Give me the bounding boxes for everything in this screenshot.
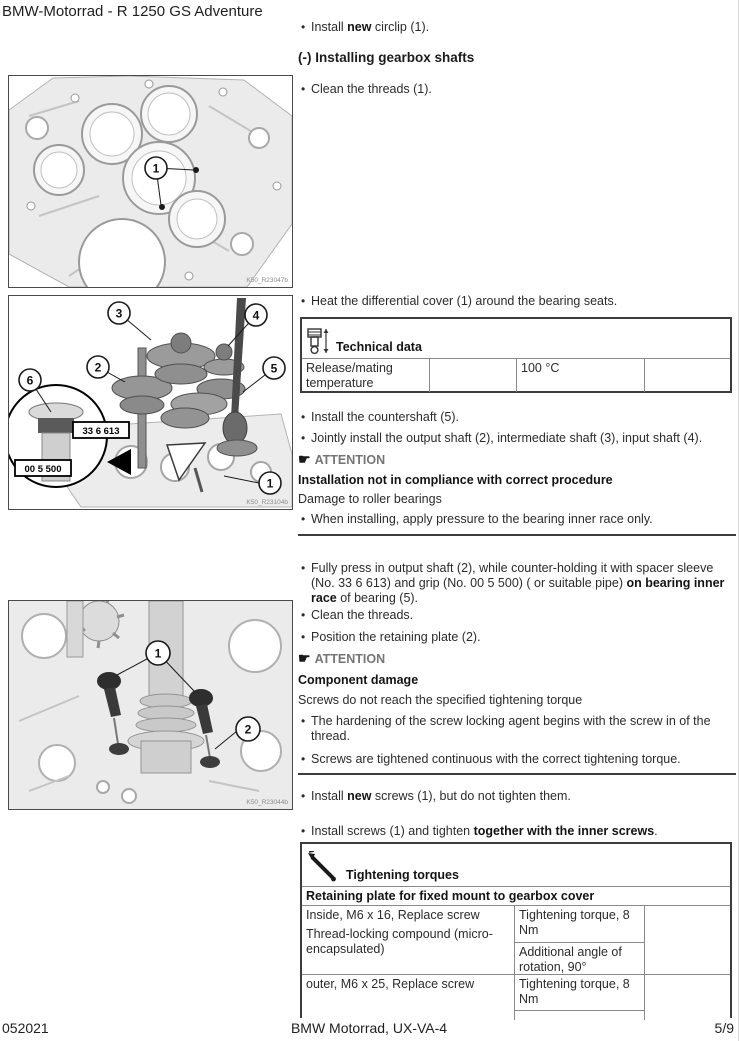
shaft-assembly bbox=[111, 298, 258, 469]
callout-1: 1 bbox=[155, 647, 162, 661]
pointing-hand-icon: ☛ bbox=[298, 451, 311, 467]
attention-consequence: Screws do not reach the specified tighte… bbox=[298, 693, 583, 707]
tool-number-boxes: 33 6 613 00 5 500 bbox=[14, 421, 130, 477]
step-install-circlip: Install new circlip (1). bbox=[298, 20, 738, 35]
callout-1: 1 bbox=[153, 162, 160, 176]
callout-2: 2 bbox=[245, 723, 252, 737]
page-title: BMW-Motorrad - R 1250 GS Adventure bbox=[2, 3, 263, 20]
figure-caption: K50_R23047b bbox=[246, 277, 288, 284]
figure-gearbox-shafts: 33 6 613 00 5 500 3 4 2 5 6 bbox=[8, 295, 293, 510]
attention-instruction: When installing, apply pressure to the b… bbox=[298, 512, 738, 527]
figure-retaining-plate-screws: 1 2 K50_R23044b bbox=[8, 600, 293, 810]
tool-number-spacer-sleeve: 33 6 613 bbox=[83, 426, 120, 437]
torque-wrench-icon bbox=[308, 851, 336, 882]
piston-stroke-icon bbox=[307, 328, 329, 355]
attention-title: Component damage bbox=[298, 673, 419, 687]
callout-4: 4 bbox=[253, 309, 260, 323]
step-press-shaft: Fully press in output shaft (2), while c… bbox=[298, 561, 738, 606]
callout-2: 2 bbox=[95, 361, 102, 375]
step-install-screws-tighten: Install screws (1) and tighten together … bbox=[298, 824, 738, 839]
callout-1-group: 1 bbox=[144, 156, 199, 210]
torque-spec bbox=[515, 1011, 645, 1020]
footer-page-number: 5/9 bbox=[714, 1020, 734, 1036]
tech-row-col2 bbox=[430, 359, 517, 392]
torque-spec: Additional angle of rotation, 90° bbox=[515, 943, 645, 975]
step-clean-threads-2: Clean the threads. bbox=[298, 608, 738, 623]
callout-3: 3 bbox=[116, 307, 123, 321]
figure-gearbox-housing: 1 K50_R23047b bbox=[8, 75, 293, 288]
screws bbox=[97, 672, 220, 768]
step-install-countershaft: Install the countershaft (5). bbox=[298, 410, 738, 425]
callout-6: 6 bbox=[27, 374, 34, 388]
torque-row-desc: outer, M6 x 25, Replace screw bbox=[302, 975, 515, 1020]
torque-row-extra bbox=[645, 975, 730, 1020]
torque-table-title: Tightening torques bbox=[346, 868, 459, 882]
section-divider bbox=[298, 534, 736, 536]
attention-consequence: Damage to roller bearings bbox=[298, 492, 442, 506]
page-footer: BMW Motorrad, UX-VA-4 052021 5/9 bbox=[0, 1020, 738, 1040]
torque-table-subtitle: Retaining plate for fixed mount to gearb… bbox=[302, 887, 730, 906]
screw-compound: Thread-locking compound (micro-encapsula… bbox=[306, 927, 493, 956]
torque-spec: Tightening torque, 8 Nm bbox=[515, 906, 645, 943]
tech-row-value: 100 °C bbox=[517, 359, 645, 392]
attention-label: ATTENTION bbox=[314, 652, 386, 666]
screw-spec: Inside, M6 x 16, Replace screw bbox=[306, 908, 480, 922]
callout-1: 1 bbox=[267, 477, 274, 491]
tool-number-grip: 00 5 500 bbox=[25, 464, 62, 475]
step-heat-cover: Heat the differential cover (1) around t… bbox=[298, 294, 738, 309]
step-position-plate: Position the retaining plate (2). bbox=[298, 630, 738, 645]
step-jointly-install: Jointly install the output shaft (2), in… bbox=[298, 431, 738, 446]
screw-spec: outer, M6 x 25, Replace screw bbox=[306, 977, 475, 991]
technical-data-title: Technical data bbox=[336, 340, 422, 354]
attention-header: ☛ATTENTION bbox=[298, 651, 738, 667]
gearbox-shafts-illustration: 33 6 613 00 5 500 3 4 2 5 6 bbox=[9, 298, 292, 508]
figure-caption: K50_R23044b bbox=[246, 799, 288, 806]
footer-document-name: BMW Motorrad, UX-VA-4 bbox=[290, 1020, 448, 1036]
footer-date-code: 052021 bbox=[2, 1020, 49, 1036]
attention-header: ☛ATTENTION bbox=[298, 452, 738, 468]
section-heading: (-) Installing gearbox shafts bbox=[298, 50, 475, 65]
tech-row-col4 bbox=[645, 359, 730, 392]
torque-row-desc: Inside, M6 x 16, Replace screw Thread-lo… bbox=[302, 906, 515, 975]
attention-instruction: The hardening of the screw locking agent… bbox=[298, 714, 738, 744]
tech-row-label: Release/mating temperature bbox=[302, 359, 430, 392]
technical-data-header: Technical data bbox=[302, 319, 730, 359]
callouts: 3 4 2 5 6 1 bbox=[18, 301, 286, 495]
attention-label: ATTENTION bbox=[314, 453, 386, 467]
callout-5: 5 bbox=[271, 362, 278, 376]
figure-caption: K50_R23104b bbox=[246, 499, 288, 506]
pointing-hand-icon: ☛ bbox=[298, 650, 311, 666]
technical-data-table: Technical data Release/mating temperatur… bbox=[300, 317, 732, 393]
section-divider bbox=[298, 773, 736, 775]
attention-title: Installation not in compliance with corr… bbox=[298, 473, 613, 487]
attention-instruction: Screws are tightened continuous with the… bbox=[298, 752, 738, 767]
step-install-new-screws: Install new screws (1), but do not tight… bbox=[298, 789, 738, 804]
callouts: 1 2 bbox=[116, 640, 261, 750]
torque-spec: Tightening torque, 8 Nm bbox=[515, 975, 645, 1011]
gearbox-housing-illustration: 1 K50_R23047b bbox=[9, 76, 292, 287]
torque-row-extra bbox=[645, 906, 730, 975]
housing-bores bbox=[25, 79, 282, 287]
torque-table-header: Tightening torques bbox=[302, 844, 730, 887]
step-clean-threads: Clean the threads (1). bbox=[298, 82, 738, 97]
retaining-plate-illustration: 1 2 K50_R23044b bbox=[9, 601, 292, 809]
tightening-torques-table: Tightening torques Retaining plate for f… bbox=[300, 842, 732, 1020]
